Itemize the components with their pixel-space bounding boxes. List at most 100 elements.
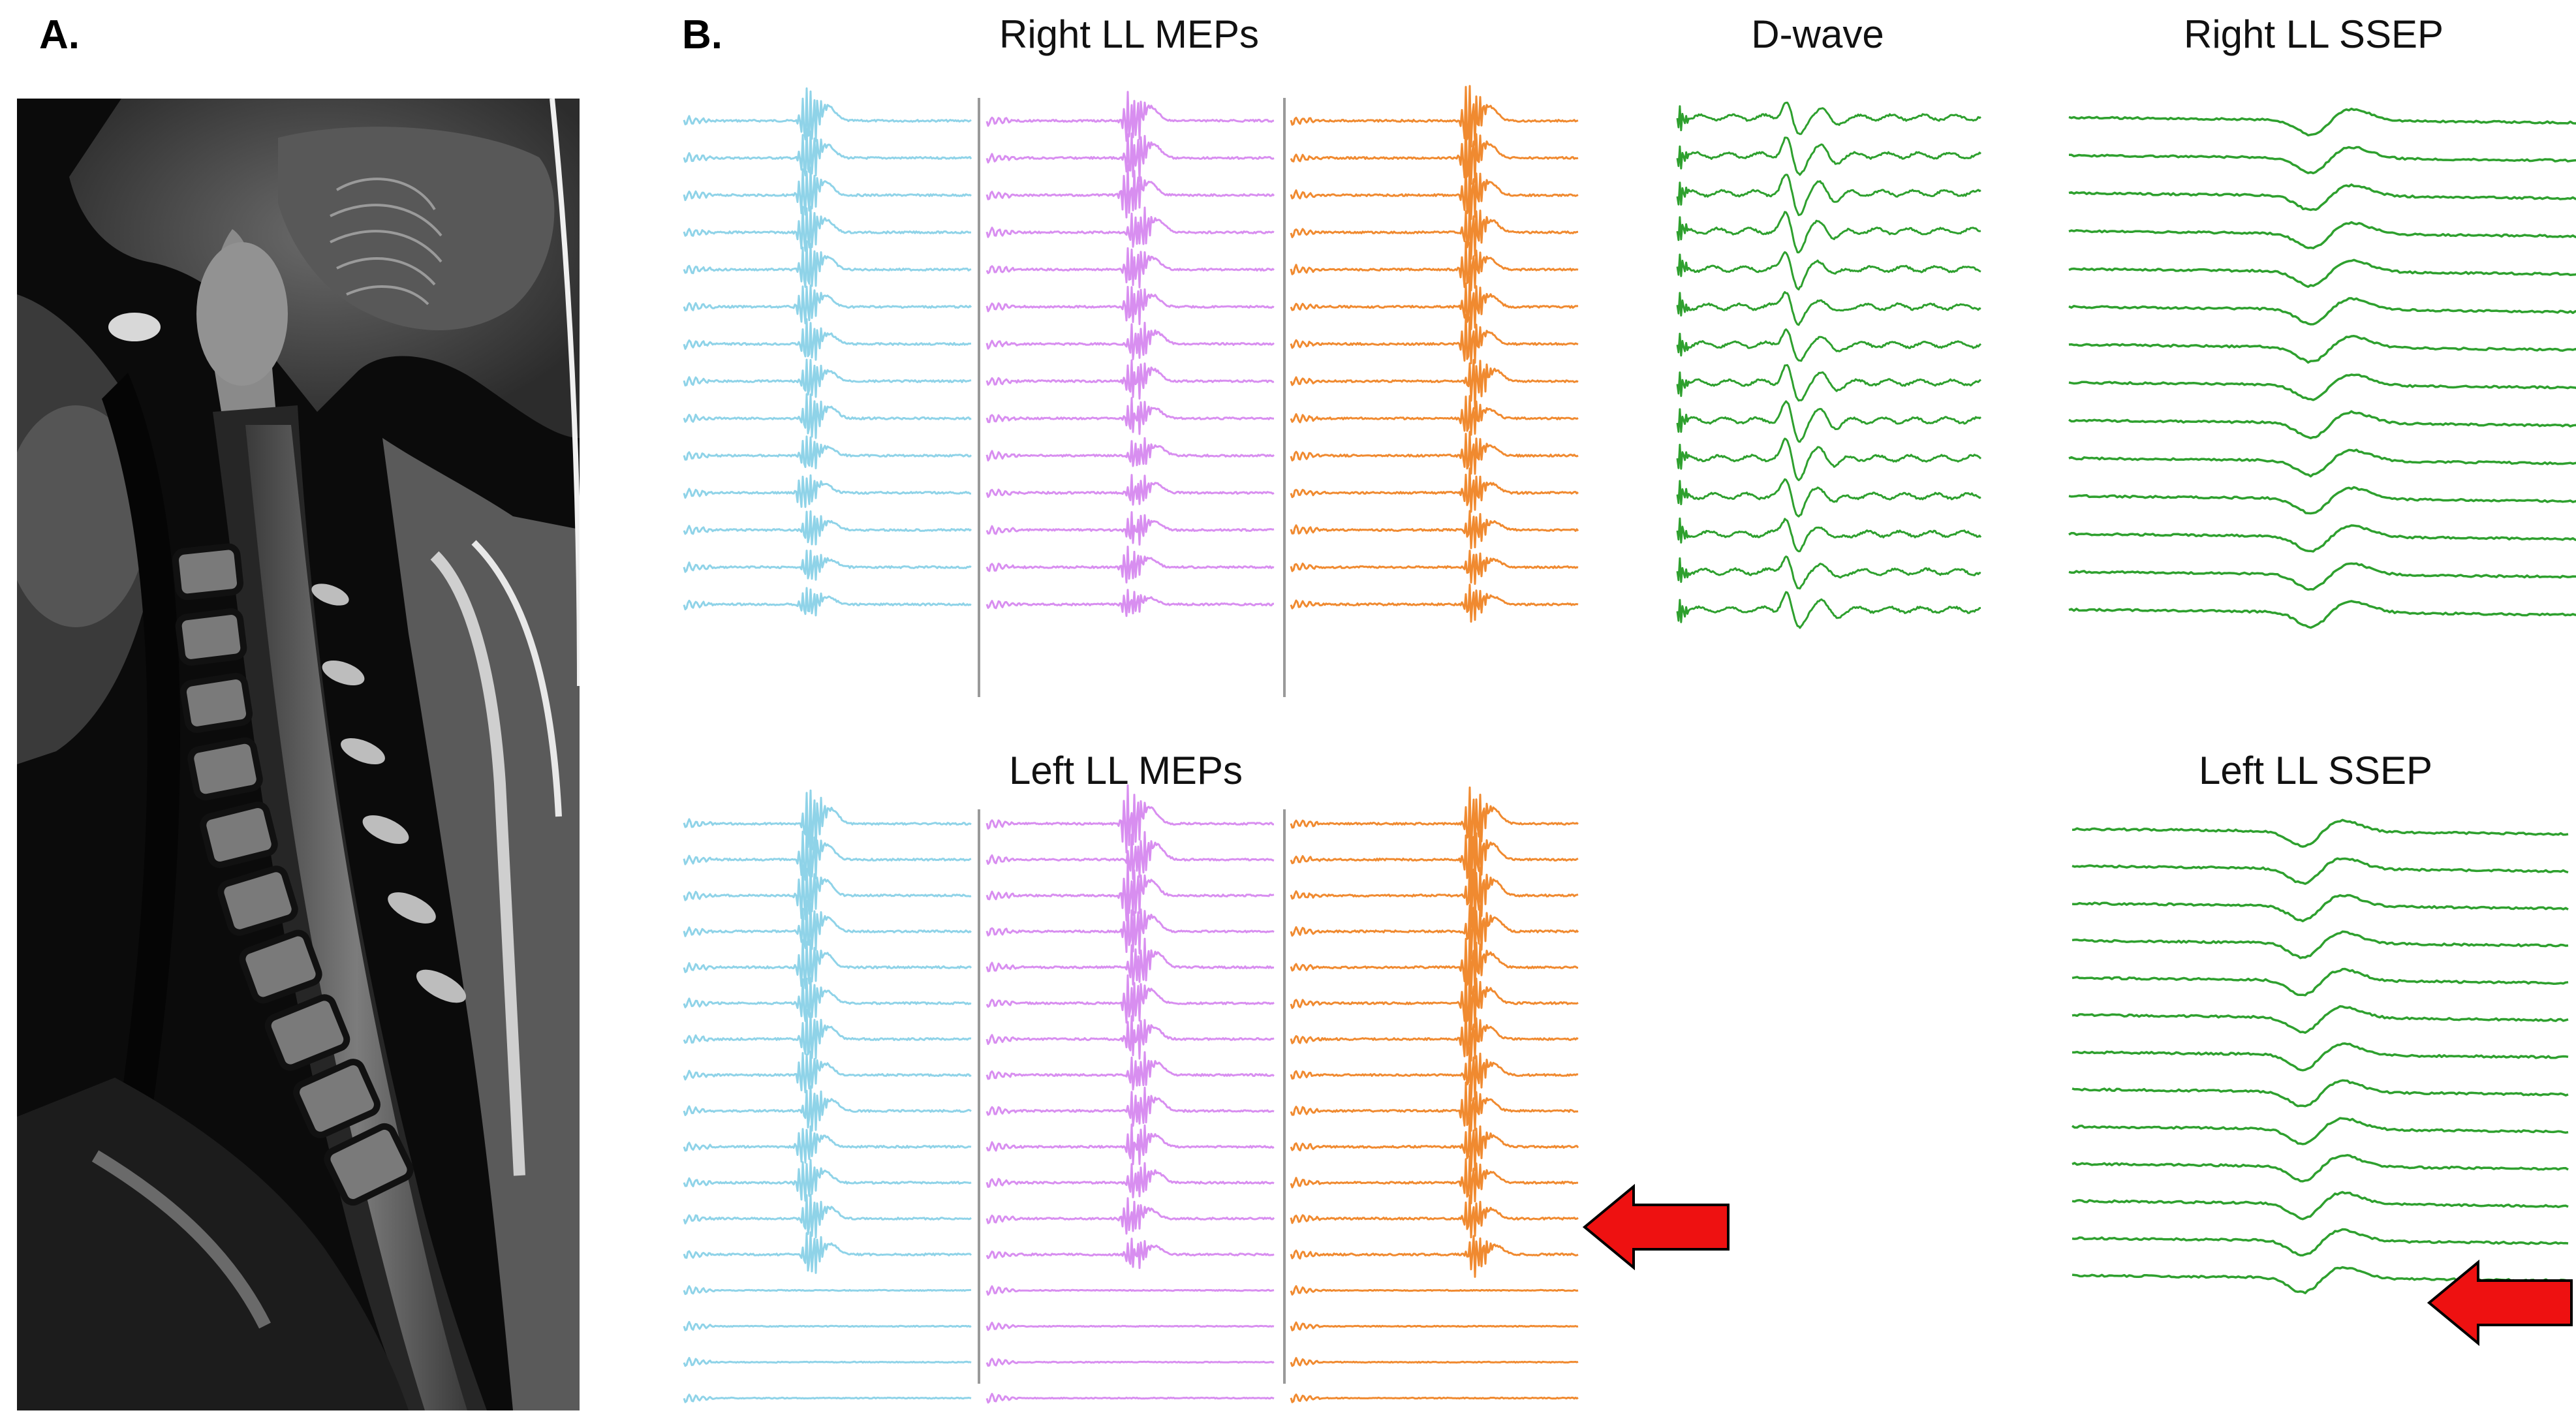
left-mep-col1-trace — [683, 1320, 972, 1331]
d-wave-trace — [1676, 251, 1981, 290]
left-ssep-trace — [2072, 967, 2569, 997]
panel-a-label: A. — [39, 12, 80, 57]
left-mep-col1-trace — [683, 1125, 972, 1164]
d-wave-trace — [1676, 136, 1982, 176]
left-mep-col2-trace — [985, 937, 1275, 986]
right-mep-col1-trace — [683, 358, 972, 398]
left-mep-col1-trace — [683, 1194, 972, 1239]
right-mep-col1-trace — [683, 550, 972, 581]
right-mep-col2-trace — [985, 359, 1275, 400]
left-mep-col3-trace — [1290, 1008, 1579, 1062]
right-mep-col2-trace — [985, 511, 1275, 546]
d-wave-title: D-wave — [1751, 12, 1884, 56]
left-ssep-trace — [2072, 818, 2569, 848]
left-ssep-trace — [2072, 894, 2569, 923]
right-ssep-trace — [2068, 297, 2576, 326]
right-mep-col1-trace — [683, 393, 972, 439]
right-mep-col3-trace — [1290, 467, 1579, 513]
right-ssep-trace — [2068, 373, 2576, 401]
right-mep-col2-trace — [985, 397, 1274, 435]
left-mep-col1-trace — [683, 1231, 972, 1274]
left-mep-col3-trace — [1290, 969, 1579, 1031]
left-mep-col3-trace — [1290, 1285, 1579, 1296]
left-mep-col3-trace — [1290, 1194, 1579, 1239]
left-ssep-trace — [2072, 1191, 2569, 1221]
left-ssep-trace — [2072, 930, 2569, 959]
right-ll-ssep-traces — [2068, 107, 2576, 629]
right-mep-col1-trace — [683, 435, 972, 469]
left-mep-col1-trace — [683, 864, 972, 920]
right-mep-col2-trace — [985, 322, 1275, 360]
right-mep-col3-trace — [1290, 241, 1579, 292]
mri-sagittal-image — [17, 99, 580, 1410]
left-mep-col2-trace — [985, 1238, 1275, 1269]
right-ssep-trace — [2068, 335, 2576, 364]
left-mep-col2-trace — [985, 831, 1275, 880]
left-ll-meps-traces — [683, 784, 1579, 1404]
left-mep-col1-trace — [683, 1285, 972, 1296]
right-ssep-trace — [2068, 183, 2576, 211]
right-ssep-trace — [2068, 562, 2576, 591]
d-wave-trace — [1676, 101, 1981, 135]
left-mep-col2-trace — [985, 1123, 1275, 1166]
right-mep-col2-trace — [985, 247, 1275, 288]
right-ssep-trace — [2068, 486, 2576, 515]
left-mep-col2-trace — [985, 899, 1275, 955]
right-mep-col1-trace — [683, 510, 972, 546]
right-mep-col2-trace — [985, 286, 1275, 326]
left-ll-meps-title: Left LL MEPs — [1009, 749, 1243, 792]
left-mep-col2-trace — [985, 1162, 1275, 1198]
left-mep-col2-trace — [985, 784, 1275, 854]
right-ssep-trace — [2068, 600, 2576, 629]
d-wave-trace — [1676, 517, 1982, 553]
left-mep-col2-trace — [985, 1015, 1275, 1060]
d-wave-trace — [1676, 174, 1981, 217]
right-mep-col3-trace — [1290, 276, 1579, 330]
d-wave-trace — [1676, 400, 1982, 443]
right-mep-col3-trace — [1290, 431, 1579, 475]
d-wave-trace — [1676, 591, 1981, 629]
right-mep-col1-trace — [683, 240, 972, 288]
right-mep-col3-trace — [1290, 121, 1579, 185]
left-mep-col3-trace — [1290, 1046, 1579, 1102]
d-wave-trace — [1676, 478, 1981, 518]
panel-b-label: B. — [682, 12, 722, 57]
d-wave-trace — [1676, 555, 1981, 590]
right-mep-col1-trace — [683, 206, 971, 252]
right-ll-meps-title: Right LL MEPs — [999, 12, 1259, 56]
right-ssep-trace — [2068, 524, 2576, 553]
right-mep-col3-trace — [1290, 510, 1579, 550]
left-mep-col2-trace — [985, 859, 1275, 922]
d-wave-trace — [1676, 364, 1981, 402]
right-mep-col1-trace — [683, 318, 972, 361]
right-mep-col1-trace — [683, 284, 972, 324]
left-ssep-trace — [2072, 1004, 2569, 1034]
right-mep-col3-trace — [1290, 550, 1579, 585]
left-mep-col2-trace — [985, 1197, 1275, 1235]
left-mep-col3-trace — [1290, 817, 1579, 895]
right-ll-ssep-title: Right LL SSEP — [2184, 12, 2444, 56]
left-mep-col2-trace — [985, 1321, 1275, 1331]
right-mep-col2-trace — [985, 546, 1275, 584]
arrows — [1582, 1183, 2573, 1347]
right-ssep-trace — [2068, 221, 2576, 249]
left-mep-loss-arrow — [1582, 1183, 1730, 1271]
left-ssep-trace — [2072, 1117, 2569, 1145]
right-ssep-trace — [2068, 448, 2576, 478]
right-mep-col3-trace — [1290, 200, 1579, 260]
left-mep-col2-trace — [985, 1285, 1275, 1296]
right-mep-col2-trace — [985, 589, 1275, 617]
right-mep-col1-trace — [683, 587, 972, 617]
left-mep-col1-trace — [683, 1394, 972, 1403]
right-mep-col3-trace — [1290, 584, 1579, 623]
left-ll-ssep-traces — [2072, 818, 2569, 1294]
left-ssep-trace — [2072, 857, 2569, 885]
mep-column-dividers — [978, 98, 1286, 1384]
left-mep-col3-trace — [1290, 786, 1579, 859]
left-mep-col1-trace — [683, 827, 972, 881]
left-mep-col3-trace — [1290, 904, 1579, 964]
left-mep-col1-trace — [683, 1159, 972, 1202]
left-mep-col2-trace — [985, 1086, 1275, 1127]
d-wave-trace — [1676, 328, 1982, 362]
d-wave-trace — [1676, 291, 1981, 326]
